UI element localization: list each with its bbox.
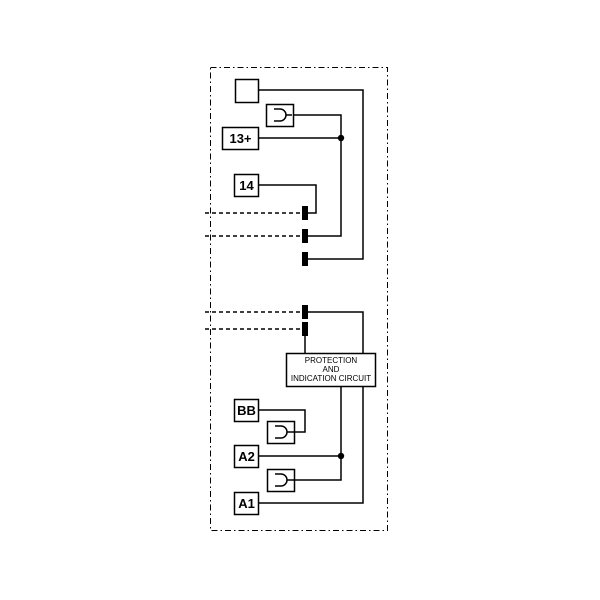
module-boundary <box>210 67 388 531</box>
contact-bar-4 <box>302 305 308 319</box>
diode-symbol-middle <box>266 420 296 445</box>
wire-upper-diode <box>293 114 342 138</box>
protection-indication-block <box>285 352 377 388</box>
contact-bar-5 <box>302 322 308 336</box>
terminal-a1-label: A1 <box>238 496 255 511</box>
terminal-a1 <box>233 491 260 516</box>
wire-lower-diode <box>294 456 342 481</box>
wire-contact-4 <box>308 311 364 353</box>
wire-terminal-14 <box>258 184 317 214</box>
diode-symbol-upper <box>265 103 295 128</box>
junction-dot-upper <box>337 134 345 142</box>
terminal-14-label: 14 <box>239 178 254 193</box>
terminal-top-unlabeled <box>234 78 260 104</box>
wire-top-terminal <box>258 89 364 260</box>
diode-symbol-lower <box>266 468 296 493</box>
terminal-a2-label: A2 <box>238 449 255 464</box>
terminal-13-label: 13+ <box>229 131 251 146</box>
protection-block-line3: INDICATION CIRCUIT <box>291 374 371 383</box>
contact-bar-2 <box>302 229 308 243</box>
wire-terminal-bb <box>258 409 306 433</box>
protection-block-line1: PROTECTION <box>305 356 358 365</box>
protection-block-line2: AND <box>323 365 340 374</box>
terminal-bb-label: BB <box>237 403 256 418</box>
contact-bar-3 <box>302 252 308 266</box>
wire-terminal-13 <box>258 137 342 237</box>
wire-block-to-a1 <box>258 386 364 504</box>
contact-bar-1 <box>302 206 308 220</box>
